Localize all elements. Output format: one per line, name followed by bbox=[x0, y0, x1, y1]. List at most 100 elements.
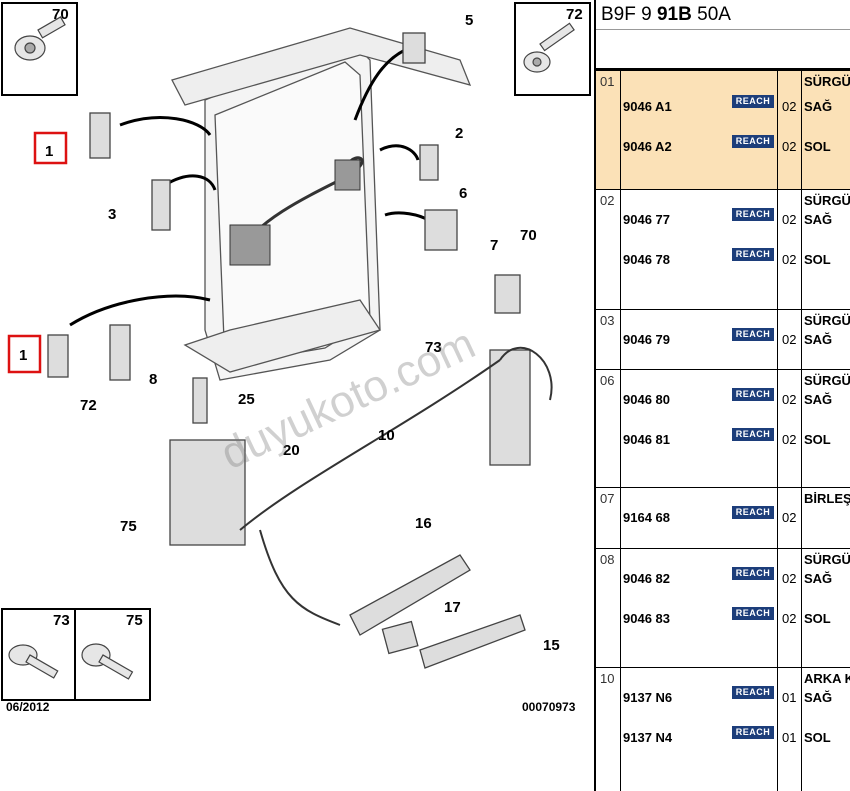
clip-icon bbox=[424, 209, 458, 251]
reach-badge: REACH bbox=[732, 726, 774, 739]
box-label-73: 73 bbox=[53, 612, 70, 629]
drawing-code: 00070973 bbox=[522, 700, 576, 714]
callout-6: 6 bbox=[459, 185, 467, 202]
quantity: 02 bbox=[782, 392, 797, 407]
group-description: SÜRGÜ bbox=[804, 313, 850, 328]
side-label: SAĞ bbox=[804, 690, 833, 705]
sliding-guide-icon bbox=[89, 112, 111, 159]
callout-10: 10 bbox=[378, 427, 395, 444]
lock-mechanism-icon bbox=[489, 349, 531, 466]
part-number[interactable]: 9046 78 bbox=[623, 252, 670, 267]
screw-box-73: 73 bbox=[1, 608, 76, 701]
group-number: 10 bbox=[600, 671, 615, 686]
part-number[interactable]: 9137 N4 bbox=[623, 730, 673, 745]
part-number[interactable]: 9046 77 bbox=[623, 212, 670, 227]
group-number: 06 bbox=[600, 373, 615, 388]
reach-badge: REACH bbox=[732, 428, 774, 441]
reference-header: B9F 9 91B 50A bbox=[596, 0, 850, 30]
bolt-icon bbox=[523, 22, 575, 73]
reach-badge: REACH bbox=[732, 95, 774, 108]
callout-2: 2 bbox=[455, 125, 463, 142]
box-label-75: 75 bbox=[126, 612, 143, 629]
screw-icon bbox=[8, 644, 59, 679]
parts-diagram: 70 72 73 75 bbox=[1, 2, 591, 714]
quantity: 02 bbox=[782, 432, 797, 447]
callout-25: 25 bbox=[238, 391, 255, 408]
bolt-icon bbox=[14, 16, 66, 61]
side-label: SOL bbox=[804, 432, 831, 447]
side-label: SAĞ bbox=[804, 571, 833, 586]
quantity: 02 bbox=[782, 99, 797, 114]
clip-icon bbox=[419, 144, 439, 181]
clip-icon bbox=[402, 32, 426, 64]
part-number[interactable]: 9046 A2 bbox=[623, 139, 672, 154]
callout-15: 15 bbox=[543, 637, 560, 654]
callout-75: 75 bbox=[120, 518, 137, 535]
callout-7: 7 bbox=[490, 237, 498, 254]
reach-badge: REACH bbox=[732, 328, 774, 341]
callout-labels: 1 1 2 3 5 6 7 8 10 15 16 17 20 25 70 72 … bbox=[7, 12, 560, 654]
quantity: 02 bbox=[782, 571, 797, 586]
quantity: 01 bbox=[782, 690, 797, 705]
group-description: SÜRGÜ bbox=[804, 74, 850, 89]
callout-16: 16 bbox=[415, 515, 432, 532]
sliding-guide-icon bbox=[47, 334, 69, 378]
quantity: 01 bbox=[782, 730, 797, 745]
group-number: 02 bbox=[600, 193, 615, 208]
group-number: 07 bbox=[600, 491, 615, 506]
side-label: SOL bbox=[804, 252, 831, 267]
reach-badge: REACH bbox=[732, 506, 774, 519]
callout-70: 70 bbox=[520, 227, 537, 244]
screw-icon bbox=[81, 643, 134, 680]
seal-icon bbox=[192, 377, 208, 424]
reach-badge: REACH bbox=[732, 607, 774, 620]
handle-bracket-icon bbox=[349, 554, 471, 636]
lock-mechanism-icon bbox=[169, 439, 246, 546]
quantity: 02 bbox=[782, 332, 797, 347]
group-description: SÜRGÜ bbox=[804, 552, 850, 567]
callout-20: 20 bbox=[283, 442, 300, 459]
quantity: 02 bbox=[782, 611, 797, 626]
sliding-door bbox=[171, 27, 472, 381]
side-label: SOL bbox=[804, 139, 831, 154]
part-number[interactable]: 9046 83 bbox=[623, 611, 670, 626]
box-label-72: 72 bbox=[566, 6, 583, 23]
callout-73: 73 bbox=[425, 339, 442, 356]
reach-badge: REACH bbox=[732, 208, 774, 221]
part-number[interactable]: 9137 N6 bbox=[623, 690, 673, 705]
callout-5: 5 bbox=[465, 12, 473, 29]
side-label: SAĞ bbox=[804, 392, 833, 407]
box-label-70: 70 bbox=[52, 6, 69, 23]
group-number: 03 bbox=[600, 313, 615, 328]
diagram-date: 06/2012 bbox=[6, 700, 50, 714]
screw-box-70: 70 bbox=[1, 2, 78, 96]
reach-badge: REACH bbox=[732, 567, 774, 580]
part-number[interactable]: 9046 81 bbox=[623, 432, 670, 447]
screw-box-75: 75 bbox=[74, 608, 151, 701]
part-number[interactable]: 9164 68 bbox=[623, 510, 670, 525]
part-number[interactable]: 9046 A1 bbox=[623, 99, 672, 114]
part-number[interactable]: 9046 82 bbox=[623, 571, 670, 586]
inner-handle-icon bbox=[229, 224, 271, 266]
callout-72: 72 bbox=[80, 397, 97, 414]
quantity: 02 bbox=[782, 252, 797, 267]
side-label: SOL bbox=[804, 611, 831, 626]
callout-8: 8 bbox=[149, 371, 157, 388]
lock-part-icon bbox=[494, 274, 521, 314]
side-label: SAĞ bbox=[804, 99, 833, 114]
part-number[interactable]: 9046 80 bbox=[623, 392, 670, 407]
inner-handle-icon bbox=[334, 159, 361, 191]
gasket-icon bbox=[381, 620, 419, 655]
side-label: SAĞ bbox=[804, 212, 833, 227]
reach-badge: REACH bbox=[732, 135, 774, 148]
group-description: ARKA K bbox=[804, 671, 850, 686]
part-number[interactable]: 9046 79 bbox=[623, 332, 670, 347]
quantity: 02 bbox=[782, 139, 797, 154]
